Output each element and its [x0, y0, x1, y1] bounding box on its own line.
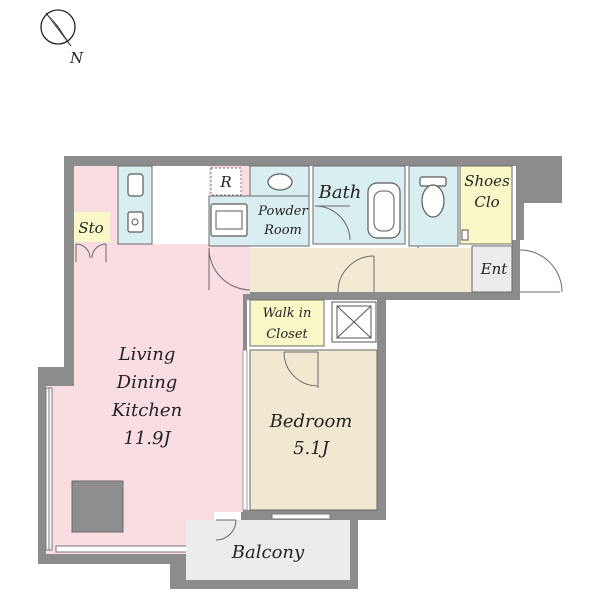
balcony-door-icon: [215, 519, 237, 541]
dining-table: [71, 480, 124, 533]
ldk-bottom-window: [55, 545, 207, 553]
compass-north-label: N: [69, 49, 84, 67]
vanity: [249, 165, 310, 197]
wall-left-upper: [64, 156, 74, 372]
ldk-label-line2: Dining: [116, 372, 178, 393]
balcony-floor: [186, 520, 350, 580]
room-powder: Powder Room: [208, 195, 310, 247]
bedroom-door-icon: [283, 351, 319, 388]
bath-label: Bath: [318, 182, 362, 203]
wall-right-upper: [512, 240, 520, 296]
wall-balcony-bottom: [170, 580, 355, 589]
wall-left-stub: [38, 367, 74, 386]
powder-label-line2: Room: [263, 223, 302, 238]
balcony: Balcony: [186, 519, 350, 580]
compass-needle-icon: [48, 14, 70, 44]
storage-floor: [74, 212, 110, 242]
ldk-size: 11.9J: [123, 428, 172, 449]
shoes-label-line1: Shoes: [464, 172, 510, 190]
bath-door-icon: [314, 205, 351, 241]
storage-label: Sto: [78, 219, 103, 237]
bedroom-label: Bedroom: [269, 411, 353, 432]
room-toilet: [408, 165, 459, 281]
storage-door-icon: [75, 243, 107, 262]
wall-left-lower: [38, 386, 46, 564]
refrigerator-label: R: [219, 173, 231, 191]
stove-burner-icon: [131, 218, 139, 226]
balcony-label: Balcony: [231, 542, 305, 563]
kitchen-counter: [117, 165, 153, 245]
entrance: Ent: [471, 245, 563, 293]
room-bedroom: Bedroom 5.1J: [242, 349, 378, 520]
wall-top-right: [512, 156, 562, 240]
wall-top: [64, 156, 524, 166]
shoes-closet-floor: [459, 165, 513, 245]
kitchen-stove-icon: [127, 211, 144, 233]
ldk-bedroom-sliding: [242, 349, 248, 511]
storage: Sto: [74, 212, 110, 262]
bathtub-inner-icon: [373, 190, 395, 232]
pipe-shaft-cross-icon: [336, 305, 372, 339]
entrance-door-icon: [519, 249, 563, 293]
wall-bedroom-right: [377, 292, 386, 518]
shoes-label-line2: Clo: [474, 193, 499, 211]
compass-axis: [45, 12, 72, 47]
bedroom-window: [271, 513, 331, 520]
room-ldk: Living Dining Kitchen 11.9J: [45, 166, 250, 554]
shoes-closet: Shoes Clo: [459, 165, 513, 245]
hallway: [208, 247, 472, 293]
bedroom-floor: [249, 349, 378, 511]
walkin-label-line1: Walk in: [263, 306, 312, 321]
vanity-basin-icon: [267, 173, 293, 191]
room-bath: Bath: [312, 165, 406, 245]
walkin-label-line2: Closet: [266, 327, 308, 342]
refrigerator-outline: [210, 167, 242, 196]
hallway-floor: [250, 248, 472, 292]
hallway-door-left-icon: [208, 247, 251, 291]
shoes-switch-icon: [461, 229, 469, 241]
entrance-floor: [471, 245, 513, 293]
compass: N: [40, 9, 84, 67]
hallway-door-center-icon: [337, 255, 375, 293]
washing-drum-icon: [215, 210, 243, 230]
ldk-floor: [46, 166, 250, 554]
bedroom-size: 5.1J: [293, 438, 331, 459]
bathtub-icon: [367, 182, 401, 239]
washing-machine-icon: [210, 203, 248, 237]
wall-bottom-ldk: [38, 554, 178, 564]
refrigerator-space: R: [210, 167, 242, 196]
toilet-bowl-icon: [421, 184, 445, 218]
ldk-label-line3: Kitchen: [111, 400, 182, 421]
powder-label-line1: Powder: [257, 204, 308, 219]
wall-balcony-right: [350, 520, 358, 589]
pipe-shaft-inner: [336, 305, 372, 339]
ldk-label-line1: Living: [118, 344, 176, 365]
entrance-label: Ent: [480, 260, 509, 278]
walkin-floor: [249, 299, 325, 347]
walkin-closet: Walk in Closet: [249, 299, 377, 347]
kitchen-sink-icon: [127, 173, 144, 197]
